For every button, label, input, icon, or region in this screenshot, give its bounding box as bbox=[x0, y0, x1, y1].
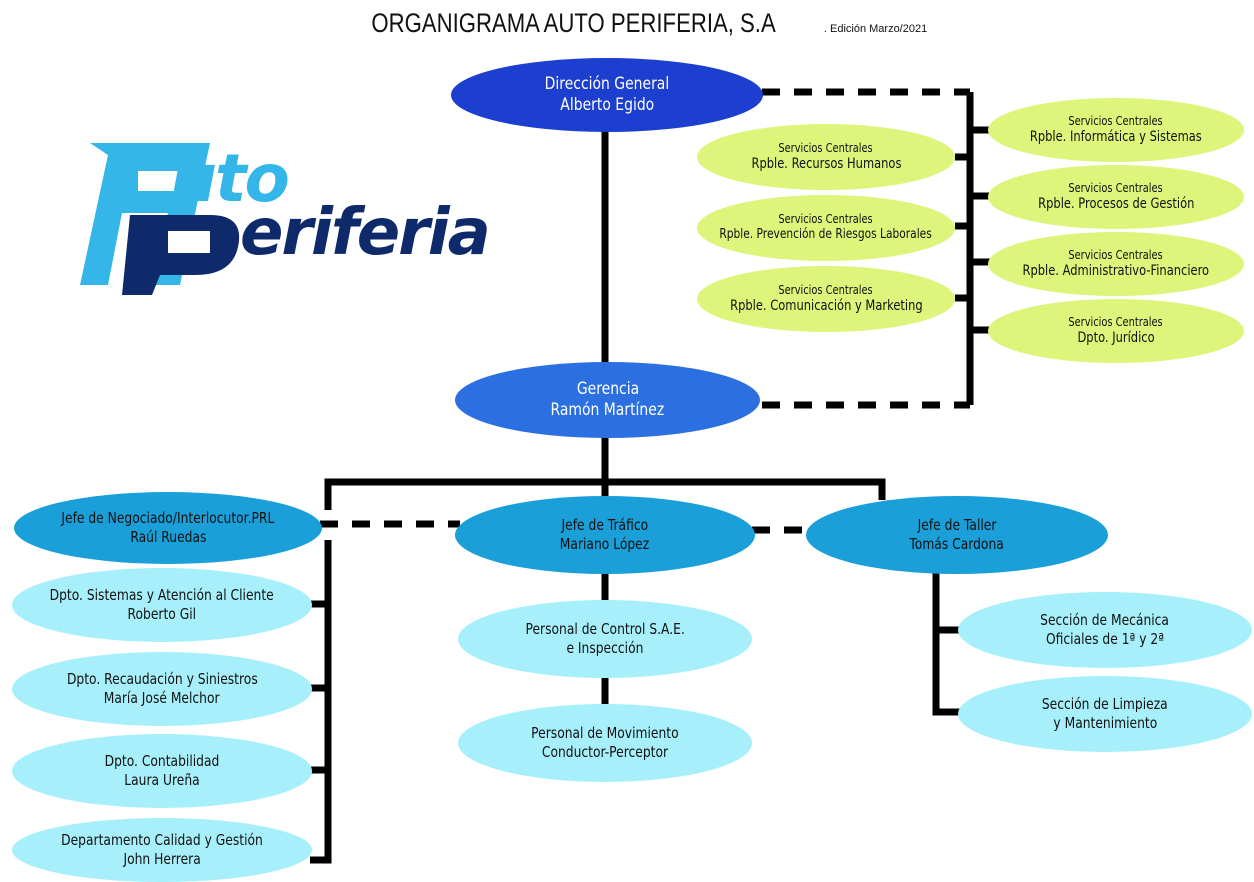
node-seccion-mecanica: Sección de Mecánica Oficiales de 1ª y 2ª bbox=[958, 592, 1252, 668]
node-person: John Herrera bbox=[123, 850, 201, 868]
node-title: Personal de Movimiento bbox=[531, 724, 679, 743]
connector-left-spine bbox=[310, 540, 332, 864]
node-title: Gerencia bbox=[576, 378, 639, 399]
node-service-marketing: Servicios Centrales Rpble. Comunicación … bbox=[697, 266, 955, 332]
logo-line2: eriferia bbox=[240, 196, 491, 270]
node-title: Dpto. Recaudación y Siniestros bbox=[66, 670, 258, 689]
service-label: Servicios Centrales bbox=[1068, 113, 1164, 128]
node-personal-movimiento: Personal de Movimiento Conductor-Percept… bbox=[458, 704, 752, 782]
node-title: Jefe de Taller bbox=[917, 516, 997, 535]
node-person: Tomás Cardona bbox=[909, 535, 1005, 553]
node-jefe-negociado: Jefe de Negociado/Interlocutor.PRL Raúl … bbox=[14, 492, 322, 564]
node-person: Alberto Egido bbox=[560, 95, 654, 115]
title-edition: . Edición Marzo/2021 bbox=[823, 23, 928, 35]
node-subtitle: e Inspección bbox=[566, 639, 644, 657]
chart-title: ORGANIGRAMA AUTO PERIFERIA, S.A . Edición… bbox=[0, 8, 1254, 39]
node-service-administrativo: Servicios Centrales Rpble. Administrativ… bbox=[988, 232, 1244, 296]
node-subtitle: y Mantenimiento bbox=[1053, 714, 1157, 732]
service-label: Servicios Centrales bbox=[1068, 180, 1164, 195]
node-subtitle: Conductor-Perceptor bbox=[541, 743, 669, 761]
node-person: Laura Ureña bbox=[124, 771, 200, 789]
node-subtitle: Oficiales de 1ª y 2ª bbox=[1045, 630, 1165, 648]
node-title: Jefe de Tráfico bbox=[561, 516, 649, 535]
connector-right-spine bbox=[932, 572, 960, 716]
service-role: Rpble. Administrativo-Financiero bbox=[1022, 262, 1210, 279]
node-title: Dpto. Sistemas y Atención al Cliente bbox=[49, 586, 275, 605]
node-person: Mariano López bbox=[560, 535, 650, 553]
service-label: Servicios Centrales bbox=[778, 212, 874, 227]
logo-line1: uto bbox=[170, 140, 290, 217]
node-person: Raúl Ruedas bbox=[129, 528, 207, 546]
node-dpto-recaudacion: Dpto. Recaudación y Siniestros María Jos… bbox=[12, 652, 312, 726]
service-role: Rpble. Informática y Sistemas bbox=[1030, 128, 1202, 145]
node-dpto-calidad: Departamento Calidad y Gestión John Herr… bbox=[12, 818, 312, 882]
node-title: Departamento Calidad y Gestión bbox=[61, 831, 263, 850]
node-personal-control: Personal de Control S.A.E. e Inspección bbox=[458, 600, 752, 678]
node-person: Ramón Martínez bbox=[550, 400, 665, 420]
logo-mark bbox=[80, 143, 240, 295]
node-person: María José Melchor bbox=[104, 689, 220, 707]
node-jefe-taller: Jefe de Taller Tomás Cardona bbox=[806, 496, 1108, 574]
service-label: Servicios Centrales bbox=[1068, 247, 1164, 262]
node-title: Sección de Mecánica bbox=[1040, 611, 1170, 630]
node-title: Dpto. Contabilidad bbox=[104, 752, 220, 771]
node-dpto-contabilidad: Dpto. Contabilidad Laura Ureña bbox=[12, 734, 312, 808]
node-service-procesos: Servicios Centrales Rpble. Procesos de G… bbox=[988, 165, 1244, 229]
node-person: Roberto Gil bbox=[127, 605, 197, 623]
title-main: ORGANIGRAMA AUTO PERIFERIA, S.A bbox=[371, 8, 776, 38]
node-dpto-sistemas: Dpto. Sistemas y Atención al Cliente Rob… bbox=[12, 568, 312, 642]
node-service-rrhh: Servicios Centrales Rpble. Recursos Huma… bbox=[697, 124, 955, 190]
node-title: Dirección General bbox=[544, 73, 670, 94]
service-role: Rpble. Recursos Humanos bbox=[751, 155, 901, 172]
node-service-juridico: Servicios Centrales Dpto. Jurídico bbox=[988, 299, 1244, 363]
node-gerencia: Gerencia Ramón Martínez bbox=[455, 362, 760, 438]
node-jefe-trafico: Jefe de Tráfico Mariano López bbox=[455, 496, 755, 574]
service-role: Rpble. Procesos de Gestión bbox=[1037, 195, 1195, 212]
node-direccion-general: Dirección General Alberto Egido bbox=[451, 58, 763, 132]
node-service-informatica: Servicios Centrales Rpble. Informática y… bbox=[988, 98, 1244, 162]
service-role: Dpto. Jurídico bbox=[1077, 329, 1155, 346]
service-label: Servicios Centrales bbox=[778, 140, 874, 155]
node-service-prl: Servicios Centrales Rpble. Prevención de… bbox=[697, 195, 955, 261]
node-title: Sección de Limpieza bbox=[1042, 695, 1168, 714]
service-role: Rpble. Prevención de Riesgos Laborales bbox=[719, 227, 933, 243]
service-role: Rpble. Comunicación y Marketing bbox=[729, 297, 923, 314]
node-title: Personal de Control S.A.E. bbox=[525, 620, 685, 639]
node-seccion-limpieza: Sección de Limpieza y Mantenimiento bbox=[958, 676, 1252, 752]
service-label: Servicios Centrales bbox=[778, 282, 874, 297]
service-label: Servicios Centrales bbox=[1068, 314, 1164, 329]
node-title: Jefe de Negociado/Interlocutor.PRL bbox=[61, 509, 275, 528]
